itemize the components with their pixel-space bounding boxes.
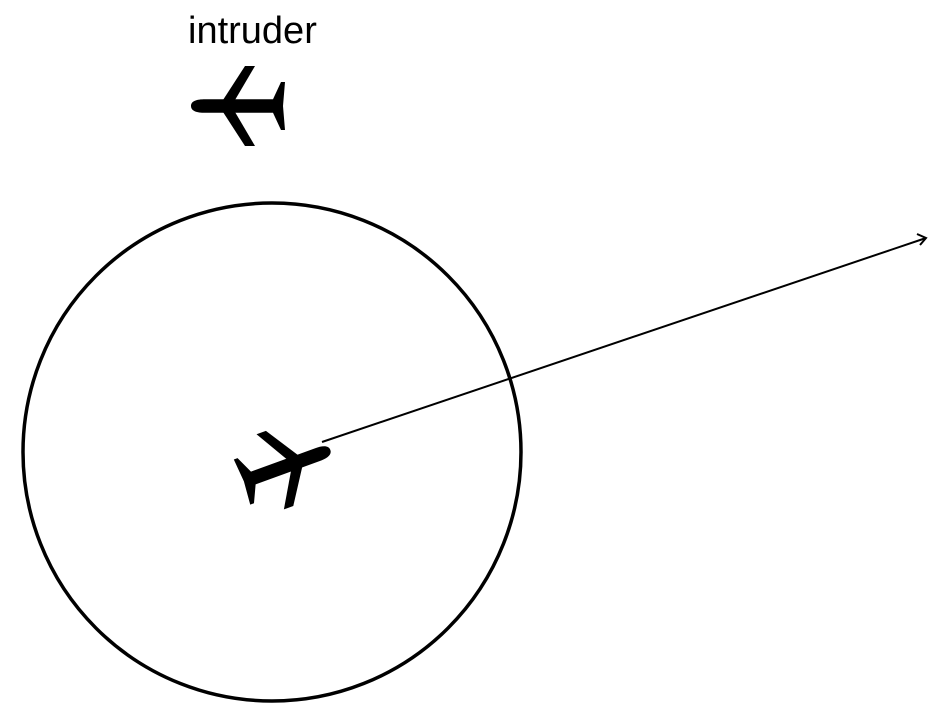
- trajectory-arrowhead: [916, 233, 928, 246]
- trajectory-vector-line: [321, 237, 927, 443]
- ownship-airplane-icon: [233, 430, 331, 510]
- intruder-airplane-icon: [191, 66, 285, 146]
- protection-zone-circle: [21, 201, 523, 703]
- intruder-label: intruder: [188, 10, 317, 52]
